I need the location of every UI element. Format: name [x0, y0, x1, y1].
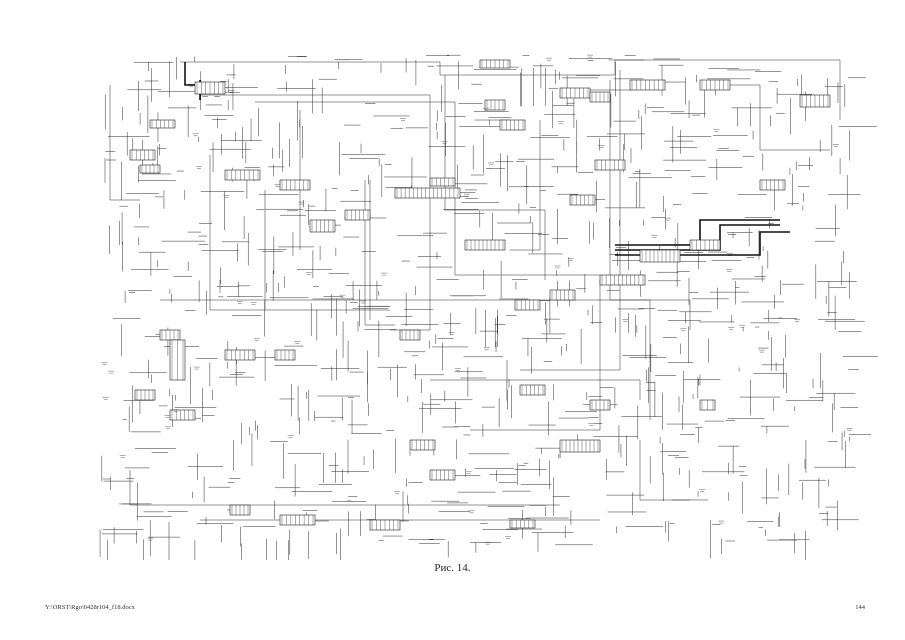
wiring-schematic-figure [99, 54, 878, 560]
figure-caption: Рис. 14. [434, 562, 471, 574]
footer-file-path: Y:\ORST\Rgo\0428r104_f18.docx [45, 604, 135, 611]
page-number: 144 [855, 604, 865, 611]
